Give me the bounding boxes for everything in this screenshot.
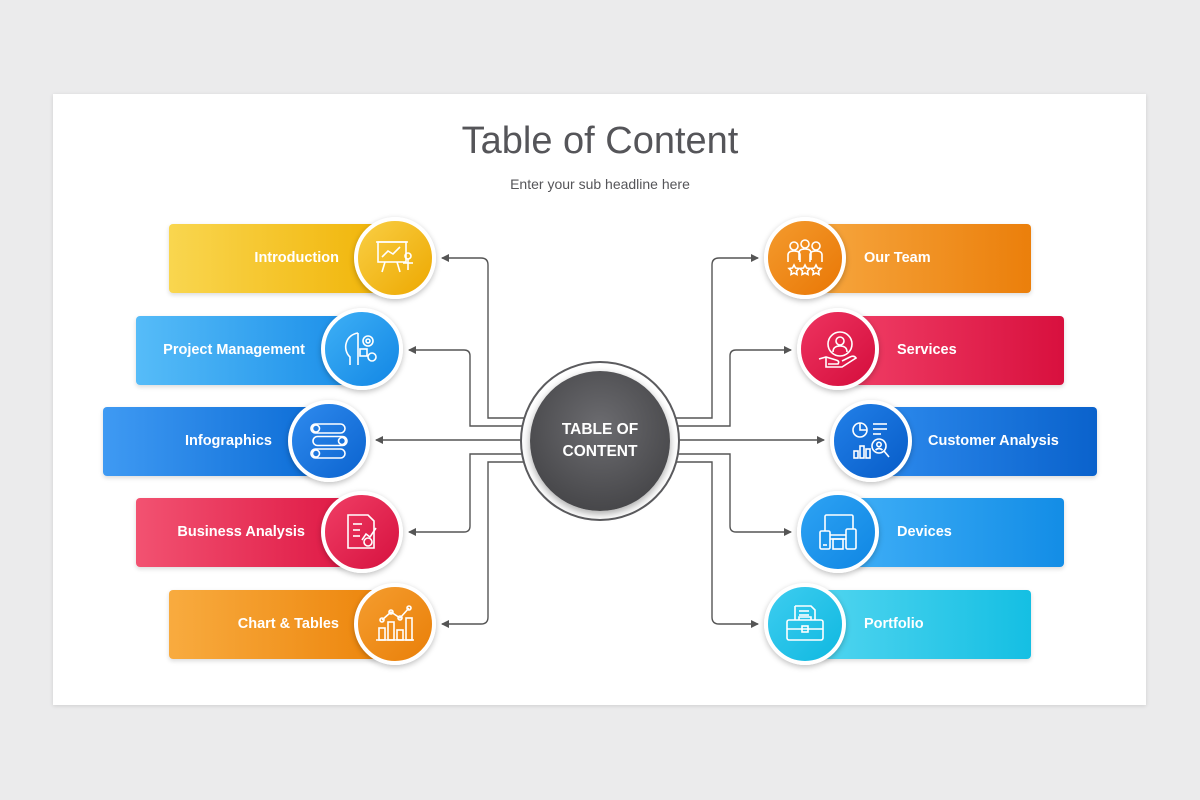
- bar-chart-icon: [376, 605, 414, 641]
- item-label: Infographics: [184, 433, 272, 449]
- center-hub: TABLE OF CONTENT: [530, 371, 670, 511]
- connector-services: [675, 346, 792, 427]
- item-customer-analysis-bar[interactable]: Customer Analysis: [887, 407, 1097, 476]
- item-label: Our Team: [864, 250, 931, 266]
- item-business-analysis-bar[interactable]: Business Analysis: [136, 498, 346, 567]
- item-services-circle[interactable]: [797, 308, 879, 390]
- devices-icon: [819, 514, 857, 550]
- item-portfolio-circle[interactable]: [764, 583, 846, 665]
- connector-project-management: [408, 346, 525, 427]
- page-title: Table of Content: [461, 120, 739, 162]
- item-chart-tables-bar[interactable]: Chart & Tables: [169, 590, 379, 659]
- item-devices-bar[interactable]: Devices: [854, 498, 1064, 567]
- item-project-management-bar[interactable]: Project Management: [136, 316, 346, 385]
- connector-business-analysis: [408, 453, 525, 536]
- item-label: Services: [897, 342, 957, 358]
- item-infographics-bar[interactable]: Infographics: [103, 407, 313, 476]
- presentation-icon: [376, 241, 413, 273]
- connector-our-team: [675, 254, 759, 419]
- item-label: Project Management: [163, 342, 305, 358]
- item-label: Customer Analysis: [928, 433, 1059, 449]
- connector-devices: [675, 453, 792, 536]
- item-label: Introduction: [254, 250, 339, 266]
- item-chart-tables-circle[interactable]: [354, 583, 436, 665]
- item-label: Devices: [897, 524, 952, 540]
- team-stars-icon: [787, 239, 823, 276]
- connector-introduction: [441, 254, 525, 419]
- briefcase-doc-icon: [786, 605, 824, 641]
- connector-portfolio: [675, 461, 759, 628]
- numbered-list-icon: [310, 423, 348, 459]
- item-project-management-circle[interactable]: [321, 308, 403, 390]
- item-label: Chart & Tables: [237, 616, 339, 632]
- item-introduction-bar[interactable]: Introduction: [169, 224, 379, 293]
- gears-head-icon: [344, 332, 377, 365]
- analytics-search-icon: [852, 422, 890, 459]
- item-portfolio-bar[interactable]: Portfolio: [821, 590, 1031, 659]
- item-our-team-bar[interactable]: Our Team: [821, 224, 1031, 293]
- item-devices-circle[interactable]: [797, 491, 879, 573]
- item-business-analysis-circle[interactable]: [321, 491, 403, 573]
- item-our-team-circle[interactable]: [764, 217, 846, 299]
- connector-chart-tables: [441, 461, 525, 628]
- item-infographics-circle[interactable]: [288, 400, 370, 482]
- item-label: Business Analysis: [177, 524, 305, 540]
- item-introduction-circle[interactable]: [354, 217, 436, 299]
- item-services-bar[interactable]: Services: [854, 316, 1064, 385]
- page-subtitle: Enter your sub headline here: [510, 176, 690, 192]
- center-hub-label: TABLE OF CONTENT: [561, 421, 639, 460]
- hand-user-icon: [818, 331, 858, 368]
- report-chart-icon: [347, 514, 377, 549]
- item-customer-analysis-circle[interactable]: [830, 400, 912, 482]
- item-label: Portfolio: [864, 616, 924, 632]
